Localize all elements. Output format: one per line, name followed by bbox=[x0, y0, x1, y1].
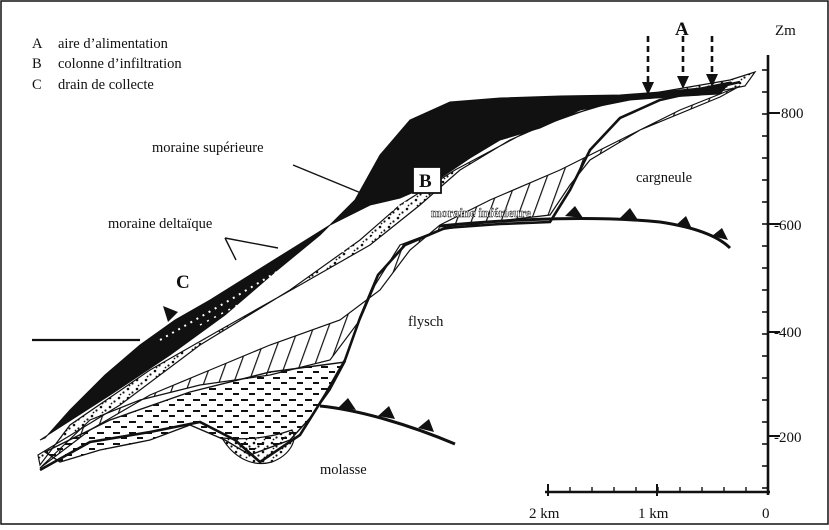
vertical-tick-400: -400 bbox=[774, 325, 802, 341]
legend-key-a: A bbox=[32, 36, 43, 52]
horizontal-tick-0: 0 bbox=[762, 506, 770, 522]
horizontal-tick-2km: 2 km bbox=[529, 506, 560, 522]
label-molasse: molasse bbox=[320, 462, 367, 478]
legend-text-a: aire d’alimentation bbox=[58, 36, 169, 52]
marker-a: A bbox=[675, 19, 689, 40]
legend-key-b: B bbox=[32, 56, 42, 72]
label-moraine-superieure: moraine supérieure bbox=[152, 140, 264, 156]
vertical-axis-title: Zm bbox=[775, 23, 796, 39]
horizontal-tick-1km: 1 km bbox=[638, 506, 669, 522]
marker-c: C bbox=[176, 272, 190, 293]
legend-text-c: drain de collecte bbox=[58, 77, 154, 93]
legend-text-b: colonne d’infiltration bbox=[58, 56, 182, 72]
vertical-tick-600: -600 bbox=[774, 218, 802, 234]
vertical-tick-800: 800 bbox=[781, 106, 804, 122]
label-cargneule: cargneule bbox=[636, 170, 692, 186]
label-moraine-inferieure: moraine inférieure bbox=[431, 206, 532, 220]
label-flysch: flysch bbox=[408, 314, 444, 330]
marker-b: B bbox=[419, 171, 432, 192]
legend-key-c: C bbox=[32, 77, 42, 93]
leader-moraine-deltaique-2 bbox=[225, 238, 278, 248]
leader-moraine-deltaique-1 bbox=[225, 238, 236, 260]
label-moraine-deltaique: moraine deltaïque bbox=[108, 216, 212, 232]
vertical-tick-200: -200 bbox=[774, 430, 802, 446]
